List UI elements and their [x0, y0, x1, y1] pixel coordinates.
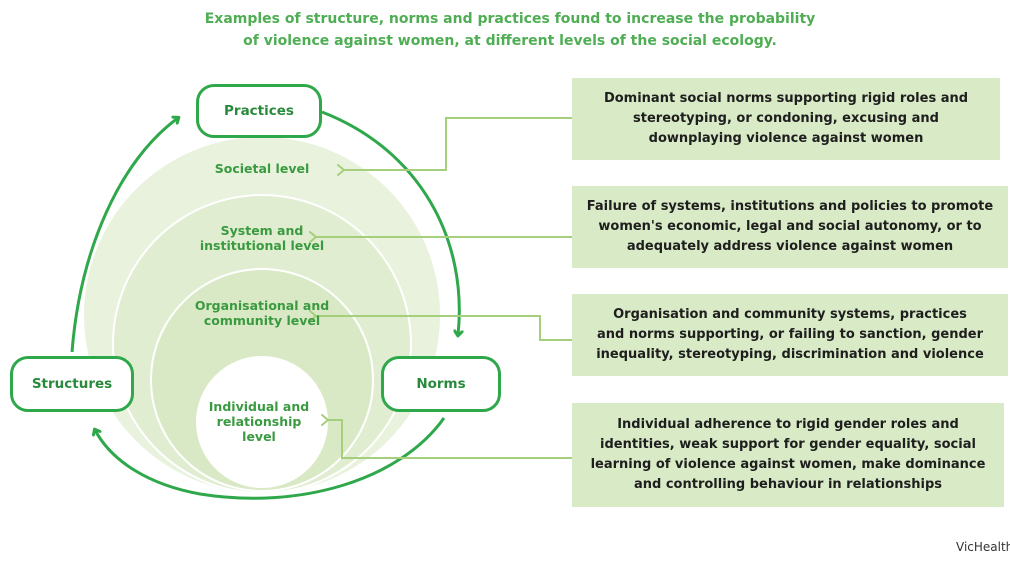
practices-to-norms-arrow: [321, 110, 459, 335]
norms-node: Norms: [381, 356, 501, 412]
panel-societal-line3: downplaying violence against women: [648, 131, 924, 146]
norms-to-structures-arrow: [95, 417, 446, 500]
level-organisational-line2: community level: [203, 313, 321, 328]
vichealth-credit: VicHealth: [956, 540, 1010, 554]
panel-individual-line1: Individual adherence to rigid gender rol…: [617, 417, 959, 432]
panel-system-line1: Failure of systems, institutions and pol…: [586, 199, 994, 214]
diagram-title: Examples of structure, norms and practic…: [150, 8, 870, 52]
individual-level-circle: [196, 356, 328, 488]
panel-system-line3: adequately address violence against wome…: [626, 239, 954, 254]
connector-individual: [321, 414, 572, 459]
level-label-system: System and institutional level: [182, 223, 342, 253]
level-system-line1: System and: [220, 223, 304, 238]
panel-individual: Individual adherence to rigid gender rol…: [572, 403, 1004, 507]
title-line-2: of violence against women, at different …: [243, 33, 777, 49]
level-individual-line1: Individual and: [208, 399, 310, 414]
connector-organisational: [309, 310, 572, 341]
panel-system-line2: women's economic, legal and social auton…: [598, 219, 982, 234]
panel-societal-line1: Dominant social norms supporting rigid r…: [603, 91, 969, 106]
structures-node: Structures: [10, 356, 134, 412]
level-organisational-line1: Organisational and: [194, 298, 330, 313]
title-line-1: Examples of structure, norms and practic…: [204, 11, 816, 27]
level-label-societal: Societal level: [192, 161, 332, 176]
panel-societal-line2: stereotyping, or condoning, excusing and: [633, 111, 939, 126]
practices-node: Practices: [196, 84, 322, 138]
connector-societal: [337, 117, 572, 176]
panel-individual-line2: identities, weak support for gender equa…: [600, 437, 976, 452]
panel-organisational: Organisation and community systems, prac…: [572, 294, 1008, 376]
panel-organisational-line2: and norms supporting, or failing to sanc…: [596, 327, 984, 342]
panel-system: Failure of systems, institutions and pol…: [572, 186, 1008, 268]
panel-societal: Dominant social norms supporting rigid r…: [572, 78, 1000, 160]
panel-organisational-line1: Organisation and community systems, prac…: [613, 307, 967, 322]
level-label-organisational: Organisational and community level: [180, 298, 344, 328]
panel-individual-line3: learning of violence against women, make…: [590, 457, 986, 472]
level-individual-line3: level: [242, 429, 276, 444]
level-label-individual: Individual and relationship level: [194, 399, 324, 444]
structures-to-practices-arrow: [70, 118, 178, 353]
level-system-line2: institutional level: [199, 238, 325, 253]
level-societal-line1: Societal level: [214, 161, 310, 176]
panel-organisational-line3: inequality, stereotyping, discrimination…: [596, 347, 984, 362]
level-individual-line2: relationship: [216, 414, 302, 429]
panel-individual-line4: and controlling behaviour in relationshi…: [633, 477, 942, 492]
